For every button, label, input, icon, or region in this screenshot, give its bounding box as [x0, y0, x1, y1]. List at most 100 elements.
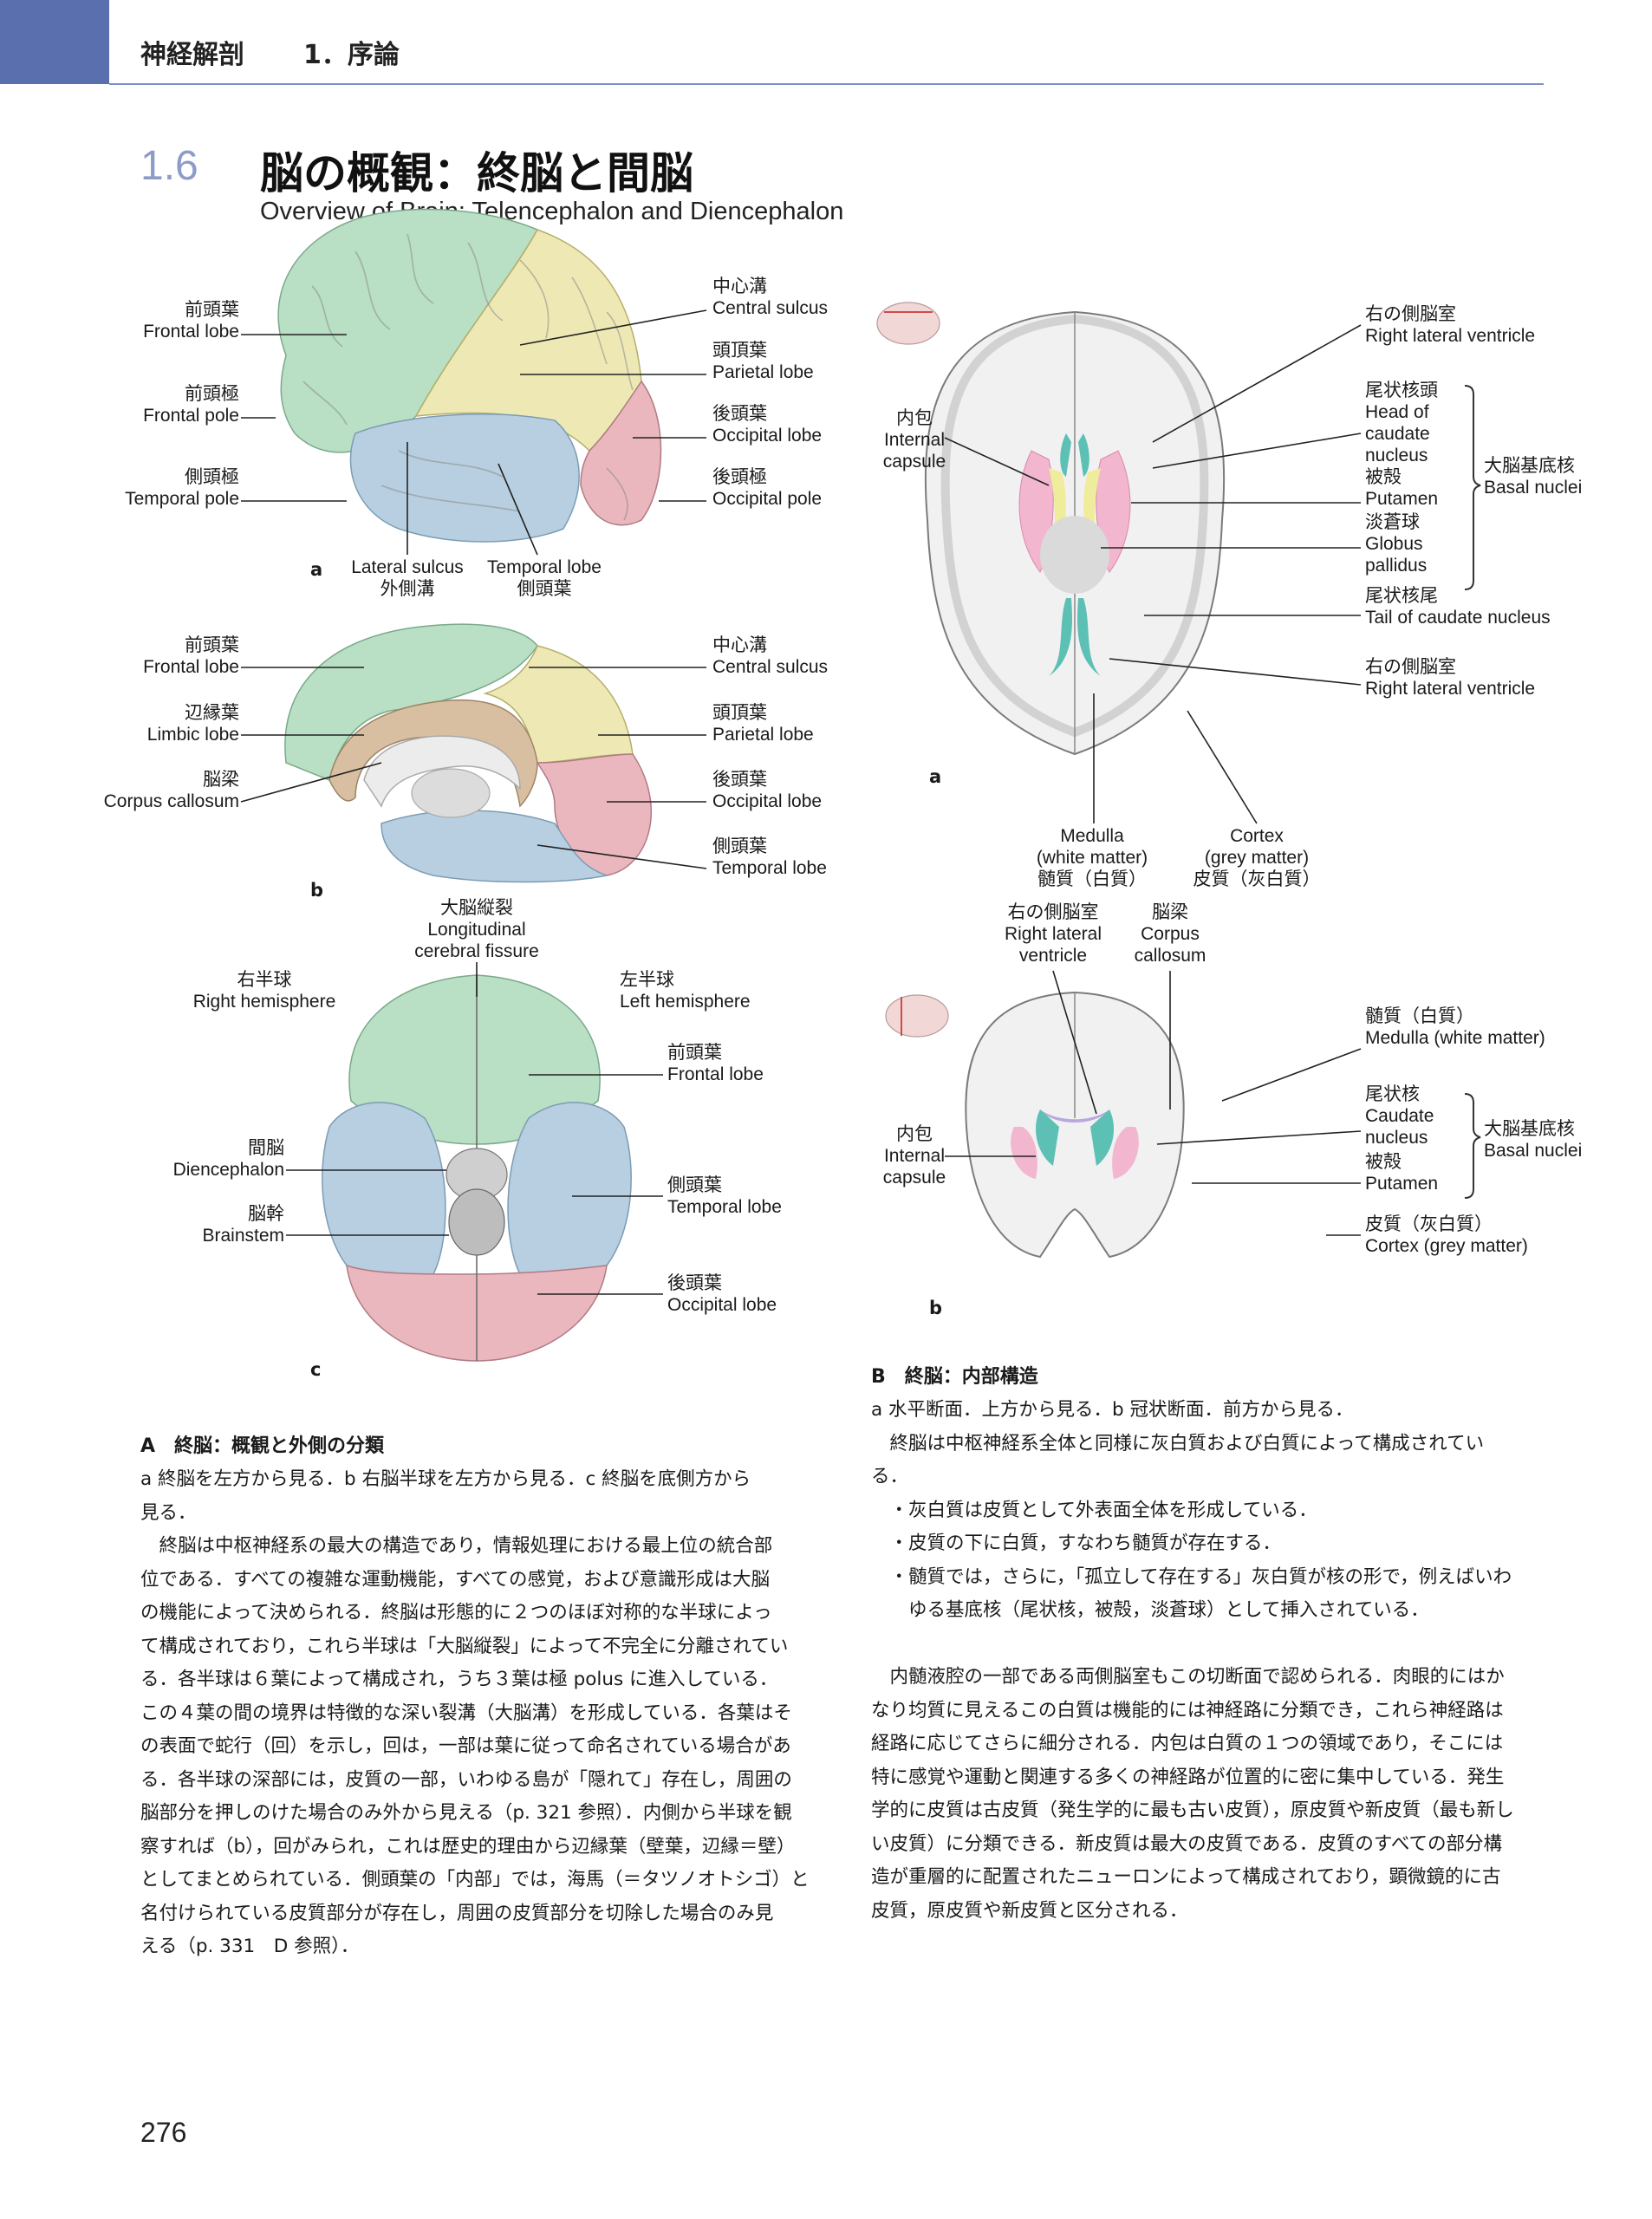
- temporal-medial-region: [380, 810, 609, 883]
- page-number: 276: [140, 2117, 187, 2148]
- label-temporal-lobe-c: 側頭葉 Temporal lobe: [667, 1175, 782, 1217]
- label-fissure: 大脳縦裂 Longitudinal cerebral fissure: [414, 898, 539, 961]
- label-right-lat-vent-b: 右の側脳室 Right lateral ventricle: [1004, 902, 1102, 966]
- thumbnail-brains: [876, 302, 949, 1038]
- label-limbic-lobe: 辺縁葉 Limbic lobe: [146, 703, 239, 745]
- left-caudate-teal: [1036, 1110, 1059, 1166]
- horizontal-section: [924, 310, 1226, 756]
- coronal-ventricles: [1040, 1110, 1109, 1123]
- label-parietal-lobe-a: 頭頂葉 Parietal lobe: [712, 341, 814, 382]
- section-number: 1.6: [140, 143, 198, 189]
- subfigure-letter-ba: a: [929, 766, 942, 787]
- caption-line: a 終脳を左方から見る．b 右脳半球を左方から見る．c 終脳を底側方から: [140, 1468, 751, 1490]
- label-central-sulcus-a: 中心溝 Central sulcus: [712, 277, 829, 318]
- caption-line: 特に感覚や運動と関連する多くの神経路が位置的に密に集中している．発生: [871, 1766, 1505, 1788]
- caption-line: る．各半球の深部には，皮質の一部，いわゆる島が「隠れて」存在し，周囲の: [140, 1768, 792, 1791]
- label-temporal-lobe-b: 側頭葉 Temporal lobe: [712, 836, 827, 878]
- right-globus-yellow: [1083, 468, 1105, 572]
- caption-line: 脳部分を押しのけた場合のみ外から見える（p. 321 参照）．内側から半球を観: [140, 1802, 792, 1824]
- label-temporal-pole: 側頭極 Temporal pole: [125, 467, 239, 509]
- label-right-hemisphere: 右半球 Right hemisphere: [192, 970, 336, 1012]
- label-globus: 淡蒼球 Globus pallidus: [1365, 512, 1428, 576]
- header-chapter: 神経解剖: [140, 40, 244, 70]
- caption-line: 学的に皮質は古皮質（発生学的に最も古い皮質），原皮質や新皮質（最も新し: [871, 1799, 1514, 1821]
- parietal-lobe-region: [414, 229, 642, 452]
- label-frontal-lobe-a: 前頭葉 Frontal lobe: [143, 300, 239, 342]
- label-occipital-lobe-b: 後頭葉 Occipital lobe: [712, 770, 823, 811]
- caption-line: 内髄液腔の一部である両側脳室もこの切断面で認められる．肉眼的にはか: [871, 1666, 1505, 1688]
- caption-line: 終脳は中枢神経系の最大の構造であり，情報処理における最上位の統合部: [140, 1535, 773, 1557]
- caption-b-title: B 終脳：内部構造: [871, 1366, 1038, 1388]
- label-putamen-a: 被殻 Putamen: [1365, 467, 1439, 509]
- leaders-a: [241, 309, 707, 556]
- leaders-c: [286, 962, 663, 1295]
- label-tail-caudate: 尾状核尾 Tail of caudate nucleus: [1365, 586, 1551, 628]
- label-medulla-a: Medulla (white matter) 髄質（白質）: [1036, 826, 1148, 889]
- caption-line: a 水平断面．上方から見る．b 冠状断面．前方から見る．: [871, 1399, 1354, 1421]
- coronal-section: [965, 991, 1185, 1259]
- label-frontal-pole: 前頭極 Frontal pole: [143, 384, 239, 426]
- caption-line: この４葉の間の境界は特徴的な深い裂溝（大脳溝）を形成している．各葉はそ: [140, 1702, 792, 1724]
- caption-line: い皮質）に分類できる．新皮質は最大の皮質である．皮質のすべての部分構: [871, 1832, 1502, 1855]
- caption-line: 終脳は中枢神経系全体と同様に灰白質および白質によって構成されてい: [871, 1432, 1485, 1454]
- label-internal-capsule-a: 内包 Internal capsule: [882, 408, 946, 472]
- caption-a-text: a 終脳を左方から見る．b 右脳半球を左方から見る．c 終脳を底側方から見る． …: [140, 1463, 834, 1964]
- left-ventricle-teal: [1049, 433, 1072, 676]
- temporal-basal-right: [507, 1102, 632, 1275]
- caption-line: える（p. 331 D 参照）．: [140, 1936, 360, 1957]
- header-section: 1．序論: [303, 40, 400, 70]
- label-cortex-a: Cortex (grey matter) 皮質（灰白質）: [1193, 826, 1321, 889]
- label-frontal-lobe-c: 前頭葉 Frontal lobe: [667, 1043, 764, 1084]
- label-occipital-pole: 後頭極 Occipital pole: [712, 467, 823, 509]
- left-globus-yellow: [1044, 468, 1066, 572]
- label-occipital-lobe-a: 後頭葉 Occipital lobe: [712, 404, 823, 446]
- caption-line: ・皮質の下に白質，すなわち髄質が存在する．: [871, 1532, 1282, 1554]
- caption-line: 造が重層的に配置されたニューロンによって構成されており，顕微鏡的に古: [871, 1866, 1501, 1888]
- caption-line: 見る．: [140, 1501, 197, 1524]
- header-rule: [109, 83, 1544, 85]
- leaders-b: [240, 667, 707, 869]
- corpus-callosum-shape: [363, 735, 521, 808]
- label-parietal-lobe-b: 頭頂葉 Parietal lobe: [712, 703, 814, 745]
- subfigure-letter-c: c: [310, 1359, 322, 1380]
- label-occipital-lobe-c: 後頭葉 Occipital lobe: [667, 1273, 777, 1315]
- label-left-hemisphere: 左半球 Left hemisphere: [620, 970, 751, 1012]
- label-lateral-sulcus: Lateral sulcus 外側溝: [351, 557, 464, 599]
- label-corpus-callosum-b: 脳梁 Corpus callosum: [103, 770, 239, 811]
- header-color-block: [0, 0, 109, 84]
- caption-line: としてまとめられている．側頭葉の「内部」では，海馬（＝タツノオトシゴ）と: [140, 1869, 810, 1890]
- subfigure-letter-a: a: [310, 559, 323, 580]
- caption-line: 経路に応じてさらに細分される．内包は白質の１つの領域であり，そこには: [871, 1733, 1504, 1754]
- caption-line: 位である．すべての複雑な運動機能，すべての感覚，および意識形成は大脳: [140, 1568, 771, 1591]
- label-cortex-b: 皮質（灰白質） Cortex (grey matter): [1365, 1214, 1528, 1256]
- caption-a-title: A 終脳：概観と外側の分類: [140, 1435, 385, 1457]
- caption-line: の表面で蛇行（回）を示し，回は，一部は葉に従って命名されている場合があ: [140, 1735, 791, 1757]
- caption-line: 名付けられている皮質部分が存在し，周囲の皮質部分を切除した場合のみ見: [140, 1902, 774, 1924]
- label-brainstem: 脳幹 Brainstem: [202, 1204, 284, 1246]
- label-head-caudate: 尾状核頭 Head of caudate nucleus: [1365, 381, 1438, 465]
- label-caudate-b: 尾状核 Caudate nucleus: [1365, 1084, 1434, 1148]
- label-central-sulcus-b: 中心溝 Central sulcus: [712, 635, 829, 677]
- section-title: 脳の概観：終脳と間脳: [260, 148, 693, 198]
- subfigure-letter-bb: b: [929, 1298, 943, 1318]
- brain-basal-view: [322, 974, 632, 1362]
- occipital-medial-region: [536, 753, 653, 876]
- temporal-lobe-region: [349, 413, 580, 543]
- label-right-lat-vent-bottom: 右の側脳室 Right lateral ventricle: [1365, 657, 1536, 699]
- label-frontal-lobe-b: 前頭葉 Frontal lobe: [143, 635, 239, 677]
- caption-line: て構成されており，これら半球は「大脳縦裂」によって不完全に分離されてい: [140, 1635, 789, 1657]
- brain-lateral-view: [277, 208, 662, 543]
- right-ventricle-teal: [1077, 433, 1101, 676]
- frontal-medial-region: [284, 623, 538, 782]
- label-basal-nuclei-a: 大脳基底核 Basal nuclei: [1484, 456, 1583, 498]
- label-internal-capsule-b: 内包 Internal capsule: [882, 1124, 946, 1188]
- label-basal-nuclei-b: 大脳基底核 Basal nuclei: [1484, 1119, 1583, 1161]
- caption-line: る．各半球は６葉によって構成され，うち３葉は極 polus に進入している．: [140, 1669, 778, 1690]
- leaders-ba: [944, 324, 1362, 824]
- label-corpus-callosum-bb: 脳梁 Corpus callosum: [1134, 902, 1206, 966]
- right-putamen-coronal: [1112, 1127, 1139, 1179]
- label-diencephalon: 間脳 Diencephalon: [172, 1138, 284, 1180]
- caption-line: [871, 1628, 1564, 1662]
- subfigure-letter-b: b: [310, 880, 324, 901]
